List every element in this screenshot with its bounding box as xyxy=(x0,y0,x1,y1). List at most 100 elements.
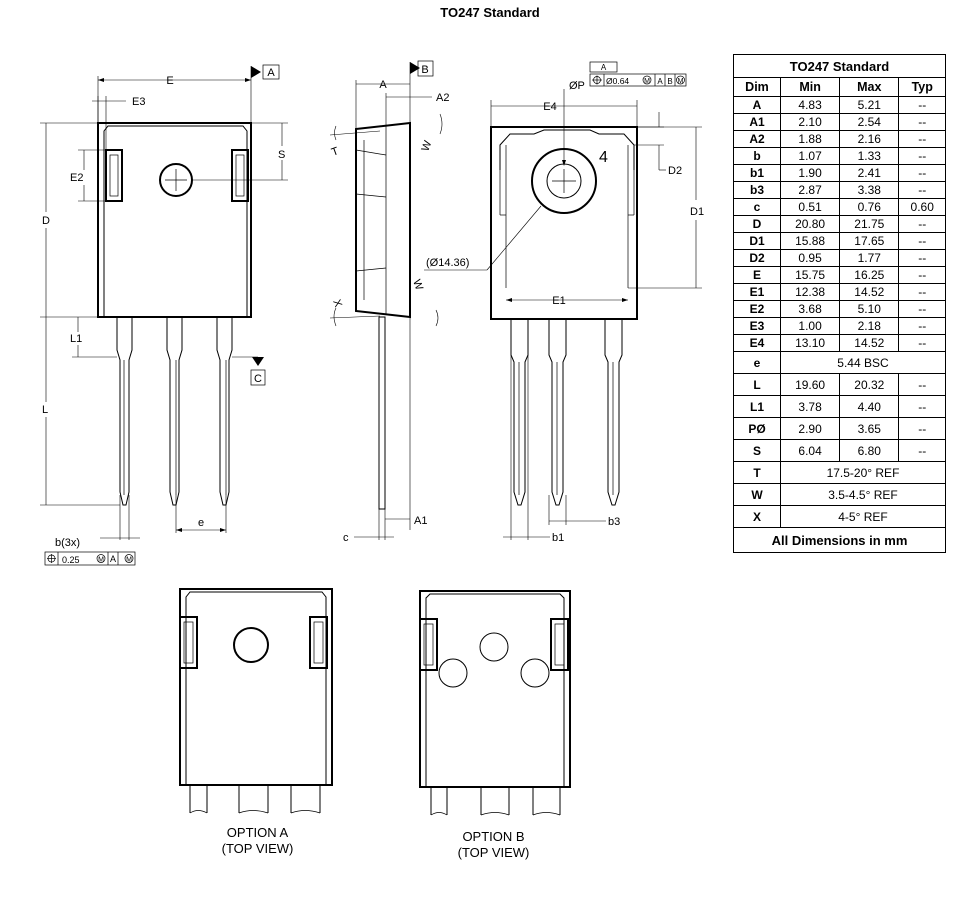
tol-p-mmc2: M xyxy=(678,78,684,85)
row-dim: e xyxy=(733,351,781,374)
row-typ: -- xyxy=(898,181,946,199)
row-dim: c xyxy=(733,198,781,216)
row-typ: -- xyxy=(898,113,946,131)
row-typ: -- xyxy=(898,417,946,440)
label-e: e xyxy=(198,517,204,529)
row-typ: -- xyxy=(898,283,946,301)
row-dim: E4 xyxy=(733,334,781,352)
row-max: 14.52 xyxy=(839,334,900,352)
row-max: 3.38 xyxy=(839,181,900,199)
row-min: 6.04 xyxy=(779,439,841,462)
header-min: Min xyxy=(779,77,841,97)
tol-p-datumA: A xyxy=(657,77,663,86)
row-typ: -- xyxy=(898,215,946,233)
label-D1: D1 xyxy=(690,206,704,218)
option-b-line2: (TOP VIEW) xyxy=(457,845,530,860)
row-min: 4.83 xyxy=(779,96,841,114)
row-dim: D1 xyxy=(733,232,781,250)
row-min: 0.51 xyxy=(779,198,841,216)
row-max: 20.32 xyxy=(839,373,900,396)
row-dim: E1 xyxy=(733,283,781,301)
row-max: 5.10 xyxy=(839,300,900,318)
row-dim: b3 xyxy=(733,181,781,199)
table-title: TO247 Standard xyxy=(733,54,946,78)
tol-b-mmc: M xyxy=(98,557,104,564)
row-typ: -- xyxy=(898,232,946,250)
row-dim: T xyxy=(733,461,781,484)
row-dim: E3 xyxy=(733,317,781,335)
row-max: 21.75 xyxy=(839,215,900,233)
tol-b-value: 0.25 xyxy=(62,555,80,565)
row-typ: 0.60 xyxy=(898,198,946,216)
datum-A-front: A xyxy=(267,67,275,79)
row-max: 2.54 xyxy=(839,113,900,131)
label-c: c xyxy=(343,532,349,544)
row-min: 3.78 xyxy=(779,395,841,418)
option-b-caption: OPTION B (TOP VIEW) xyxy=(436,829,551,861)
row-min: 20.80 xyxy=(779,215,841,233)
row-dim: A xyxy=(733,96,781,114)
tol-p-datumB: B xyxy=(667,77,672,86)
label-A1: A1 xyxy=(414,515,427,527)
label-D: D xyxy=(42,215,50,227)
row-typ: -- xyxy=(898,266,946,284)
row-min: 2.87 xyxy=(779,181,841,199)
label-T: T xyxy=(330,145,341,159)
label-E4: E4 xyxy=(543,101,556,113)
label-W-bottom: W xyxy=(410,278,425,292)
label-L: L xyxy=(42,404,48,416)
row-value: 17.5-20° REF xyxy=(779,461,947,484)
row-min: 12.38 xyxy=(779,283,841,301)
row-typ: -- xyxy=(898,373,946,396)
row-typ: -- xyxy=(898,395,946,418)
row-dim: D xyxy=(733,215,781,233)
row-dim: S xyxy=(733,439,781,462)
label-W-top: W xyxy=(420,139,435,153)
front-view: E A E3 E2 D S L1 xyxy=(40,64,288,566)
table-row: e 5.44 BSC xyxy=(733,351,947,374)
row-max: 1.77 xyxy=(839,249,900,267)
drawing-title: TO247 Standard xyxy=(440,5,540,20)
row-max: 5.21 xyxy=(839,96,900,114)
row-max: 2.41 xyxy=(839,164,900,182)
row-typ: -- xyxy=(898,164,946,182)
row-min: 1.00 xyxy=(779,317,841,335)
row-min: 3.68 xyxy=(779,300,841,318)
row-max: 16.25 xyxy=(839,266,900,284)
label-E3: E3 xyxy=(132,96,145,108)
option-b-view xyxy=(419,590,571,816)
row-dim: D2 xyxy=(733,249,781,267)
row-max: 3.65 xyxy=(839,417,900,440)
row-dim: X xyxy=(733,505,781,528)
label-b1: b1 xyxy=(552,532,564,544)
row-typ: -- xyxy=(898,130,946,148)
tol-b-datumA: A xyxy=(110,554,116,564)
row-value: 4-5° REF xyxy=(779,505,947,528)
table-header-row: Dim Min Max Typ xyxy=(733,77,946,97)
row-max: 4.40 xyxy=(839,395,900,418)
option-a-view xyxy=(179,588,333,814)
row-max: 17.65 xyxy=(839,232,900,250)
label-E2: E2 xyxy=(70,172,83,184)
row-dim: PØ xyxy=(733,417,781,440)
row-dim: W xyxy=(733,483,781,506)
row-max: 6.80 xyxy=(839,439,900,462)
label-4: 4 xyxy=(599,149,608,166)
option-b-line1: OPTION B xyxy=(462,829,525,844)
label-E: E xyxy=(166,75,173,87)
row-max: 14.52 xyxy=(839,283,900,301)
